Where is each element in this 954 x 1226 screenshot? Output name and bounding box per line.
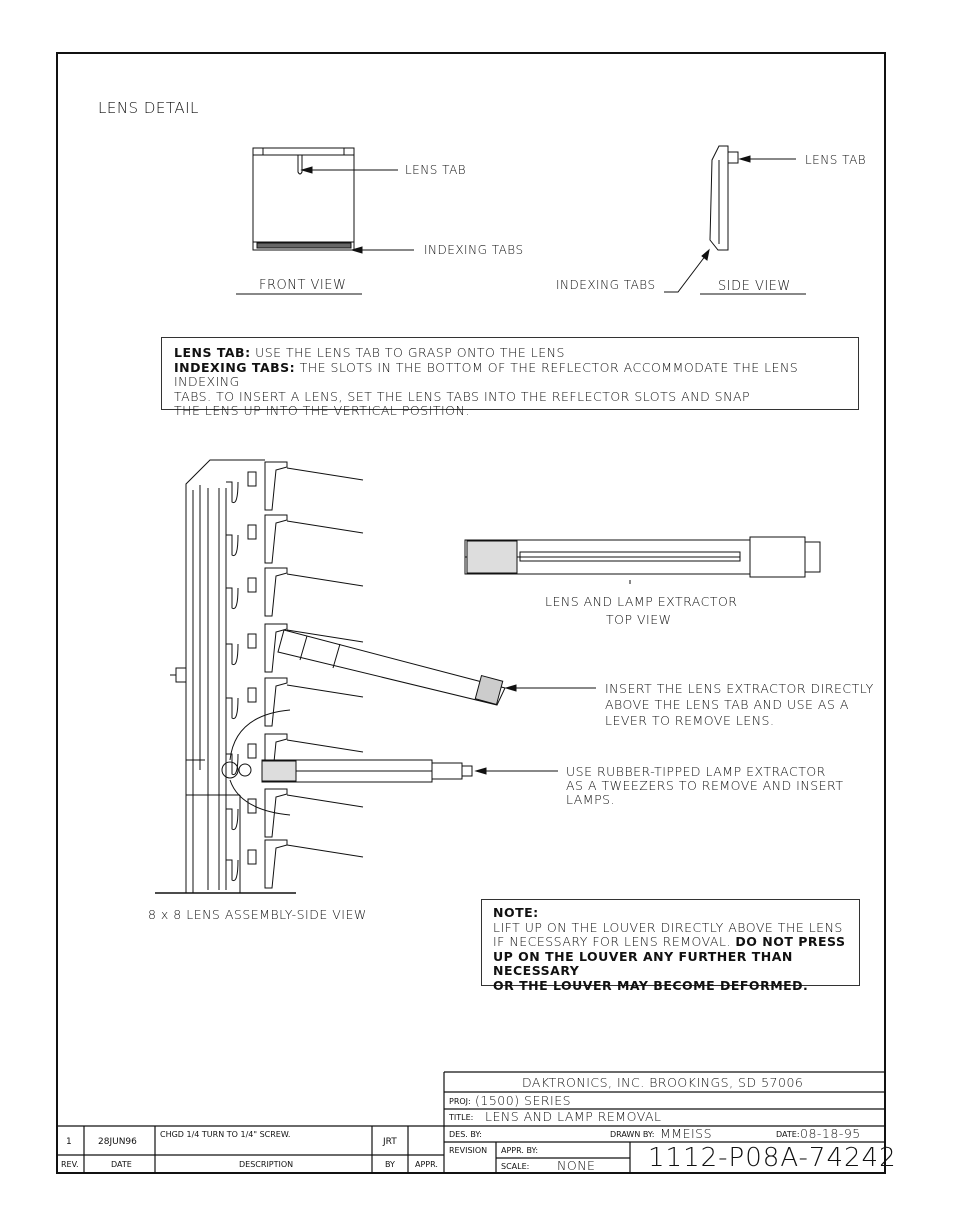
title-value: LENS AND LAMP REMOVAL [485,1109,662,1124]
extractor-subtitle: TOP VIEW [606,612,672,627]
scale-label: SCALE: [501,1162,530,1171]
indexing-heading: INDEXING TABS: [174,359,296,375]
by-header: BY [385,1160,395,1169]
front-lens-tab-label: LENS TAB [405,163,467,177]
callout-line: USE RUBBER-TIPPED LAMP EXTRACTOR [566,764,826,779]
note-line-2a: IF NECESSARY FOR LENS REMOVAL. [493,934,731,949]
callout-line: LEVER TO REMOVE LENS. [605,713,775,728]
appr-by-label: APPR. BY: [501,1146,539,1155]
proj-label: PROJ: [449,1097,471,1106]
lens-extractor-callout: INSERT THE LENS EXTRACTOR DIRECTLY ABOVE… [605,681,874,729]
rev-number: 1 [66,1137,72,1147]
lens-lamp [247,471,257,487]
proj-value: (1500) SERIES [475,1093,572,1108]
reflector-slot [226,481,239,504]
drawn-by-value: MMEISS [660,1126,713,1141]
louver-unit [264,623,288,673]
note-line-3: UP ON THE LOUVER ANY FURTHER THAN NECESS… [493,948,793,978]
callout-line: INSERT THE LENS EXTRACTOR DIRECTLY [605,681,874,696]
lens-lamp [247,577,257,593]
callout-line: AS A TWEEZERS TO REMOVE AND INSERT [566,778,844,793]
indexing-line-1: THE SLOTS IN THE BOTTOM OF THE REFLECTOR… [174,359,799,389]
lens-info-box: LENS TAB: USE THE LENS TAB TO GRASP ONTO… [161,337,859,418]
note-line-1: LIFT UP ON THE LOUVER DIRECTLY ABOVE THE… [493,919,843,935]
extractor-top-view [464,536,821,584]
louver-unit [264,461,288,511]
note-line-4: OR THE LOUVER MAY BECOME DEFORMED. [493,977,809,993]
extractor-title: LENS AND LAMP EXTRACTOR [545,594,738,609]
assembly-side-view [155,459,596,894]
louver-unit [264,514,288,564]
rev-header: REV. [61,1160,79,1169]
reflector-slot [226,808,239,831]
title-block-lines [56,1071,886,1174]
indexing-line-2: TABS. TO INSERT A LENS, SET THE LENS TAB… [174,388,751,404]
lamp-extractor-callout: USE RUBBER-TIPPED LAMP EXTRACTOR AS A TW… [566,765,843,807]
indexing-line-3: THE LENS UP INTO THE VERTICAL POSITION. [174,403,470,418]
rev-by: JRT [383,1137,397,1147]
lens-tab-heading: LENS TAB: [174,345,251,360]
date-value: 08-18-95 [800,1126,861,1141]
lens-tab-text: USE THE LENS TAB TO GRASP ONTO THE LENS [255,345,565,360]
scale-value: NONE [557,1158,596,1173]
reflector-slot [226,587,239,610]
reflector-slot [226,697,239,720]
reflector-slot [226,753,239,776]
assembly-caption: 8 x 8 LENS ASSEMBLY-SIDE VIEW [148,907,367,922]
lens-lamp [247,798,257,814]
lens-lamp [247,849,257,865]
drawing-number: 1112-P08A-74242 [648,1143,897,1173]
date-label: DATE: [776,1130,800,1139]
company-name: DAKTRONICS, INC. BROOKINGS, SD 57006 [522,1075,804,1090]
revision-label: REVISION [449,1146,488,1155]
appr-header: APPR. [415,1160,438,1169]
lens-detail-title: LENS DETAIL [98,99,199,117]
reflector-slot [226,643,239,666]
louver-unit [264,677,288,727]
date-header: DATE [111,1160,132,1169]
lens-lamp [247,687,257,703]
lens-lamp [247,743,257,759]
front-view-lens [236,147,414,295]
side-view-caption: SIDE VIEW [718,279,791,294]
callout-line: ABOVE THE LENS TAB AND USE AS A [605,697,849,712]
front-view-caption: FRONT VIEW [259,278,347,293]
drawing-frame [56,52,886,1174]
drawn-by-label: DRAWN BY: [610,1130,655,1139]
lens-lamp [247,524,257,540]
rev-date: 28JUN96 [98,1137,137,1147]
description-header: DESCRIPTION [239,1160,294,1169]
louver-unit [264,567,288,617]
callout-line: LAMPS. [566,792,616,807]
side-indexing-tabs-label: INDEXING TABS [556,278,656,292]
note-heading: NOTE: [493,905,539,920]
des-by-label: DES. BY: [449,1130,482,1139]
rev-description: CHGD 1/4 TURN TO 1/4" SCREW. [160,1130,291,1139]
reflector-slot [226,534,239,557]
side-view-lens [664,145,806,295]
front-indexing-tabs-label: INDEXING TABS [424,243,524,257]
note-line-2b: DO NOT PRESS [735,934,846,949]
louver-unit [264,839,288,889]
note-box: NOTE: LIFT UP ON THE LOUVER DIRECTLY ABO… [481,899,860,992]
louver-unit [264,788,288,838]
title-label: TITLE: [449,1113,474,1122]
reflector-slot [226,859,239,882]
lens-lamp [247,633,257,649]
side-lens-tab-label: LENS TAB [805,153,867,167]
